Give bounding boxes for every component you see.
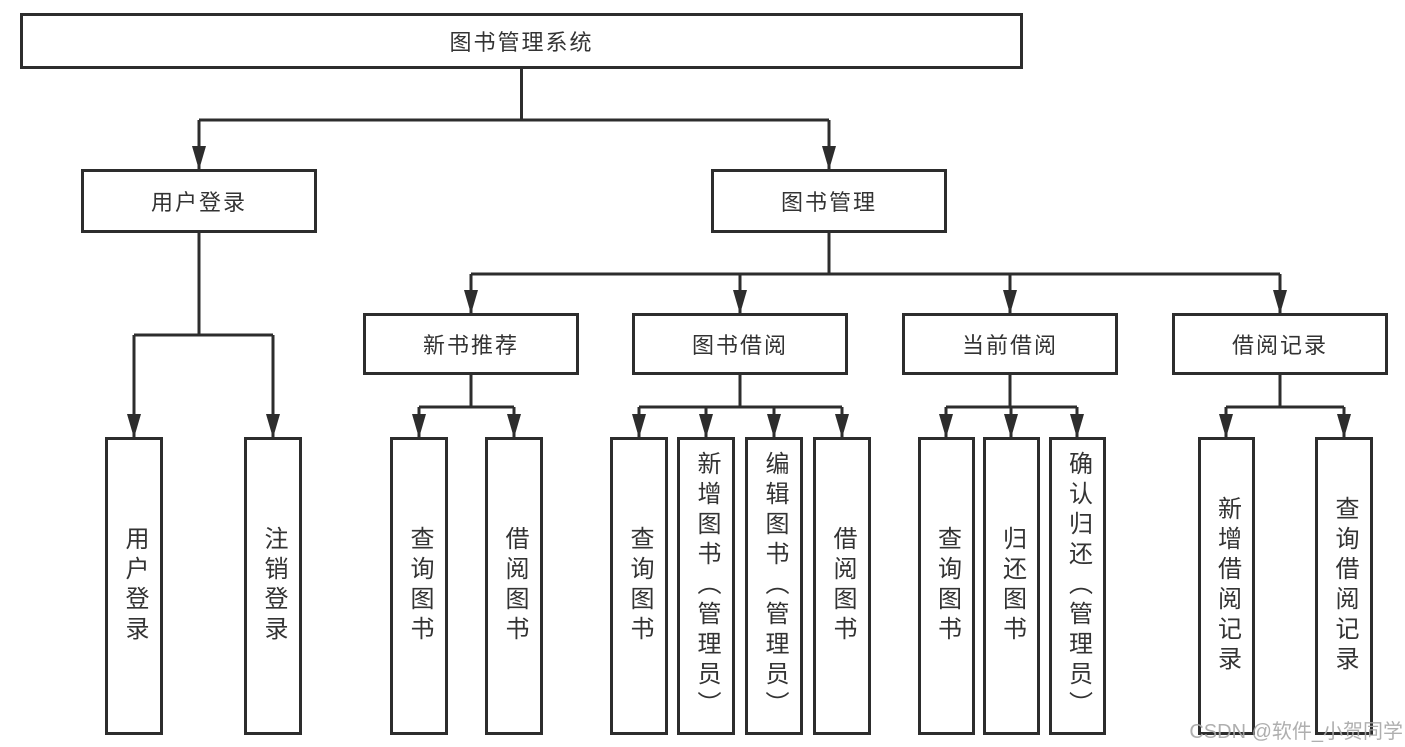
connector-lines <box>132 69 1346 437</box>
leaf-current-confirm-return: 确认归还（管理员） <box>1049 437 1106 735</box>
node-new-book-recommend: 新书推荐 <box>363 313 579 375</box>
node-book-borrow-label: 图书借阅 <box>691 333 788 358</box>
leaf-records-add-record: 新增借阅记录 <box>1198 437 1255 735</box>
arrowhead-icon <box>1219 414 1233 438</box>
arrowhead-icon <box>1337 414 1351 438</box>
arrowhead-icon <box>822 146 836 170</box>
node-new-book-recommend-label: 新书推荐 <box>422 333 519 358</box>
arrowhead-icon <box>464 290 478 314</box>
leaf-logout-login: 注销登录 <box>244 437 302 735</box>
leaf-borrow-add-book: 新增图书（管理员） <box>677 437 735 735</box>
watermark: CSDN @软件_小贺同学 <box>1182 715 1403 744</box>
leaf-records-query-record: 查询借阅记录 <box>1315 437 1373 735</box>
leaf-borrow-add-book-label: 新增图书（管理员） <box>693 451 720 721</box>
leaf-user-login-label: 用户登录 <box>121 526 148 646</box>
arrowhead-icon <box>632 414 646 438</box>
leaf-records-query-record-label: 查询借阅记录 <box>1331 496 1358 676</box>
arrowhead-icon <box>1070 414 1084 438</box>
arrowhead-icon <box>412 414 426 438</box>
leaf-current-query-book: 查询图书 <box>918 437 975 735</box>
leaf-borrow-query-book: 查询图书 <box>610 437 668 735</box>
arrowhead-icon <box>733 290 747 314</box>
leaf-borrow-edit-book: 编辑图书（管理员） <box>745 437 803 735</box>
leaf-logout-login-label: 注销登录 <box>260 526 287 646</box>
leaf-current-return-book-label: 归还图书 <box>998 526 1026 646</box>
node-borrow-records: 借阅记录 <box>1172 313 1388 375</box>
leaf-current-return-book: 归还图书 <box>983 437 1040 735</box>
leaf-borrow-edit-book-label: 编辑图书（管理员） <box>761 451 788 721</box>
leaf-borrow-query-book-label: 查询图书 <box>626 526 653 646</box>
leaf-current-confirm-return-label: 确认归还（管理员） <box>1064 451 1092 721</box>
node-book-management-label: 图书管理 <box>780 190 877 215</box>
arrowhead-icon <box>835 414 849 438</box>
arrowhead-icon <box>192 146 206 170</box>
node-root-label: 图书管理系统 <box>449 30 594 55</box>
watermark-text: CSDN @软件_小贺同学 <box>1189 721 1403 743</box>
arrowhead-icon <box>1003 290 1017 314</box>
arrowhead-icon <box>266 414 280 438</box>
node-borrow-records-label: 借阅记录 <box>1231 333 1328 358</box>
arrowhead-icon <box>507 414 521 438</box>
node-user-login: 用户登录 <box>81 169 317 233</box>
arrowhead-icon <box>939 414 953 438</box>
node-current-borrow-label: 当前借阅 <box>961 333 1058 358</box>
leaf-borrow-borrow-book: 借阅图书 <box>813 437 871 735</box>
leaf-records-add-record-label: 新增借阅记录 <box>1213 496 1241 676</box>
leaf-recommend-borrow-book-label: 借阅图书 <box>501 526 528 646</box>
arrowhead-icon <box>127 414 141 438</box>
arrowhead-icon <box>1004 414 1018 438</box>
leaf-user-login: 用户登录 <box>105 437 163 735</box>
leaf-current-query-book-label: 查询图书 <box>933 526 961 646</box>
node-user-login-label: 用户登录 <box>150 190 247 215</box>
node-book-management: 图书管理 <box>711 169 947 233</box>
leaf-borrow-borrow-book-label: 借阅图书 <box>829 526 856 646</box>
arrowhead-icon <box>1273 290 1287 314</box>
node-root: 图书管理系统 <box>20 13 1023 69</box>
arrowhead-icon <box>767 414 781 438</box>
leaf-recommend-query-book: 查询图书 <box>390 437 448 735</box>
leaf-recommend-borrow-book: 借阅图书 <box>485 437 543 735</box>
leaf-recommend-query-book-label: 查询图书 <box>406 526 433 646</box>
node-book-borrow: 图书借阅 <box>632 313 848 375</box>
arrowhead-icon <box>699 414 713 438</box>
node-current-borrow: 当前借阅 <box>902 313 1118 375</box>
